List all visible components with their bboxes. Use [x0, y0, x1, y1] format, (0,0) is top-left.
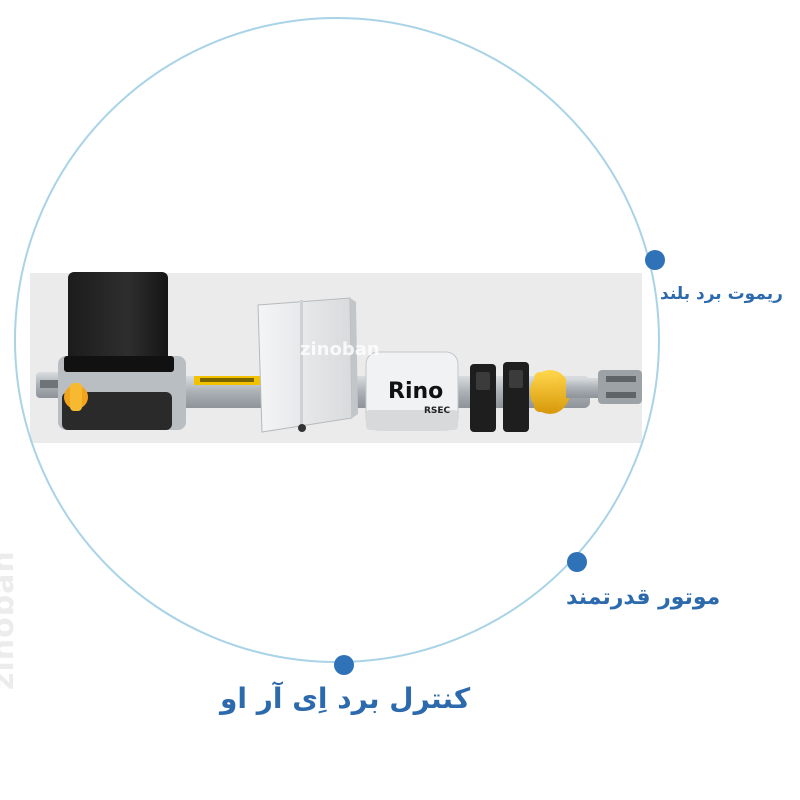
- rod-collar-body: [534, 372, 558, 412]
- lamp-sec-text: RSEC: [424, 406, 451, 416]
- control-box-side: [350, 298, 358, 418]
- marker-dot-board: [334, 655, 354, 675]
- front-clevis-slot-bottom: [606, 392, 636, 398]
- front-clevis: [598, 370, 642, 404]
- control-box-seam: [300, 300, 303, 426]
- rear-clevis-slot: [40, 380, 66, 388]
- control-box-connector: [298, 424, 306, 432]
- remote-left-button: [476, 372, 490, 390]
- watermark-center: zinoban: [300, 339, 380, 360]
- lamp-box-base: [366, 410, 458, 430]
- label-board: کنترل برد اِی آر او: [220, 682, 471, 715]
- motor-base: [64, 356, 174, 372]
- watermark-side: zinoban: [0, 550, 21, 690]
- label-motor: موتور قدرتمند: [566, 585, 721, 610]
- motor-block: [68, 272, 168, 368]
- label-remote: ریموت برد بلند: [660, 284, 783, 304]
- gearbox-lower: [62, 392, 172, 430]
- remote-right-button: [509, 370, 523, 388]
- release-knob-handle: [70, 383, 82, 411]
- lamp-brand-text: Rino: [388, 379, 443, 404]
- front-rod: [566, 378, 602, 398]
- marker-dot-remote: [645, 250, 665, 270]
- control-box: [257, 297, 353, 433]
- front-clevis-slot-top: [606, 376, 636, 382]
- warning-label-stripe: [200, 378, 254, 382]
- marker-dot-motor: [567, 552, 587, 572]
